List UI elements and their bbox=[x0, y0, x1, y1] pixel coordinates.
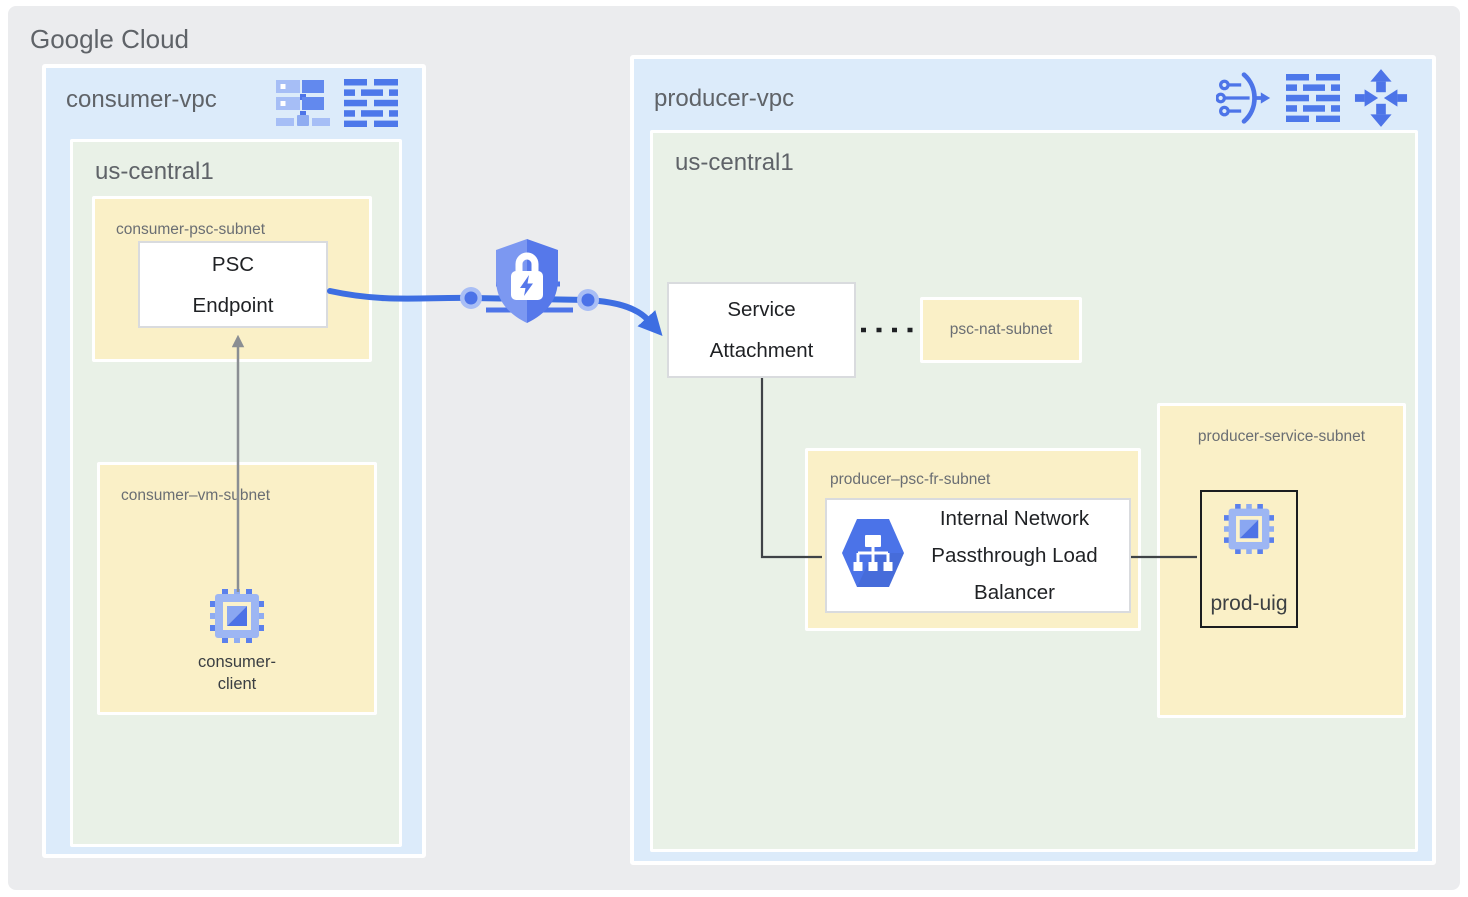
producer-psc-fr-subnet-label: producer–psc-fr-subnet bbox=[830, 471, 991, 488]
google-cloud-title: Google Cloud bbox=[30, 24, 189, 54]
consumer-vpc-title: consumer-vpc bbox=[66, 86, 217, 113]
prod-uig-node: prod-uig bbox=[1200, 490, 1298, 628]
consumer-client-label-line2: client bbox=[217, 675, 257, 693]
compute-engine-icon bbox=[1202, 504, 1296, 554]
consumer-client-label-line1: consumer- bbox=[198, 653, 276, 671]
consumer-vm-subnet-box: consumer–vm-subnet consumer- bbox=[97, 462, 377, 715]
producer-service-subnet-label: producer-service-subnet bbox=[1197, 428, 1366, 445]
prod-uig-label: prod-uig bbox=[1210, 592, 1288, 615]
load-balancer-label-line1: Internal Network bbox=[939, 507, 1090, 530]
consumer-region-title: us-central1 bbox=[95, 158, 214, 185]
producer-region-title: us-central1 bbox=[675, 149, 794, 176]
consumer-vpc-box: consumer-vpc bbox=[42, 64, 426, 858]
consumer-psc-subnet-box: consumer-psc-subnet PSC Endpoint bbox=[92, 196, 372, 362]
psc-nat-subnet-box: psc-nat-subnet bbox=[920, 297, 1082, 363]
consumer-vpc-header-icons bbox=[276, 78, 398, 128]
consumer-psc-subnet-label: consumer-psc-subnet bbox=[116, 221, 266, 238]
routes-icon bbox=[344, 79, 398, 127]
consumer-client-label: consumer- client bbox=[100, 651, 374, 695]
service-attachment-node: Service Attachment bbox=[667, 282, 856, 378]
load-balancer-label-line3: Balancer bbox=[974, 581, 1055, 604]
producer-vpc-header-icons bbox=[1216, 69, 1408, 127]
load-balancer-label: Internal Network Passthrough Load Balanc… bbox=[906, 500, 1129, 611]
vpc-network-icon bbox=[276, 80, 330, 126]
psc-endpoint-node: PSC Endpoint bbox=[138, 241, 328, 328]
producer-psc-fr-subnet-box: producer–psc-fr-subnet bbox=[805, 448, 1141, 631]
service-attachment-label-line2: Attachment bbox=[709, 339, 814, 362]
psc-endpoint-label-line2: Endpoint bbox=[192, 293, 274, 317]
producer-vpc-box: producer-vpc bbox=[630, 55, 1436, 865]
internal-load-balancer-node: Internal Network Passthrough Load Balanc… bbox=[825, 498, 1131, 613]
psc-endpoint-label-line1: PSC bbox=[211, 252, 255, 276]
producer-service-subnet-box: producer-service-subnet bbox=[1157, 403, 1406, 718]
producer-vpc-title: producer-vpc bbox=[654, 85, 795, 112]
consumer-vm-subnet-label: consumer–vm-subnet bbox=[121, 487, 271, 504]
load-balancer-label-line2: Passthrough Load bbox=[931, 544, 1098, 567]
private-service-connect-icon bbox=[1216, 72, 1271, 124]
consumer-region-box: us-central1 consumer-psc-subnet PSC Endp… bbox=[70, 139, 402, 847]
routes-icon bbox=[1286, 74, 1340, 122]
compute-engine-icon bbox=[210, 589, 264, 648]
psc-nat-subnet-label: psc-nat-subnet bbox=[949, 321, 1053, 338]
producer-region-box: us-central1 Service Attachment psc-nat-s… bbox=[650, 130, 1418, 852]
load-balancer-icon bbox=[840, 516, 906, 596]
cloud-router-icon bbox=[1354, 69, 1408, 127]
service-attachment-label-line1: Service bbox=[727, 298, 796, 321]
